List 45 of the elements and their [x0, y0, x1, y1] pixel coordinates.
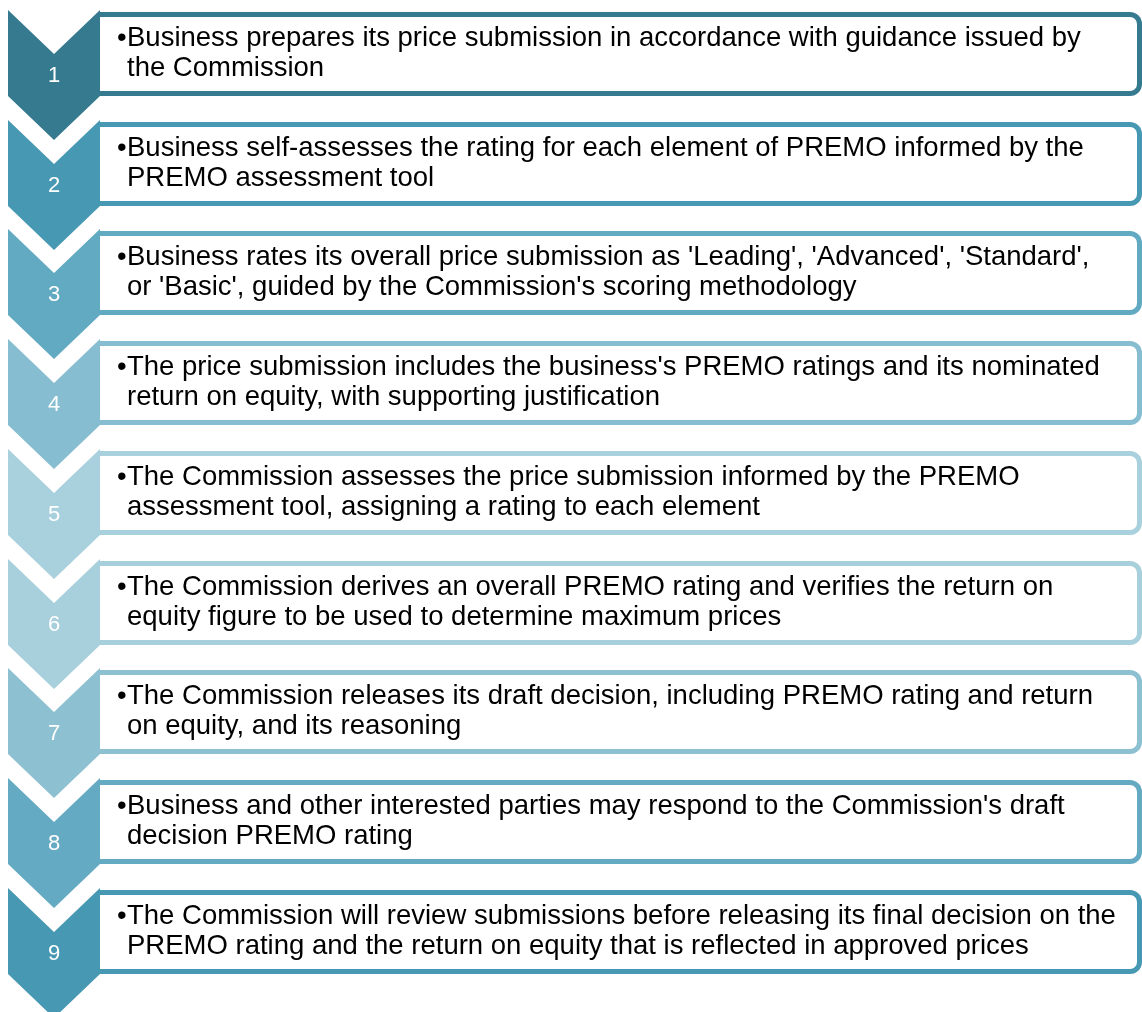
step-box [100, 670, 1142, 755]
bullet-mark: • [117, 570, 127, 601]
step-text: The Commission assesses the price submission informed by the PREMO assessment tool, assigning a rating to each element [127, 460, 1021, 521]
step-box [100, 341, 1142, 426]
step-box [100, 560, 1142, 645]
step-number-tab [8, 558, 100, 689]
step-box [100, 450, 1142, 535]
step-number: 6 [46, 610, 62, 637]
step-number-tab [8, 448, 100, 579]
step-number-tab [8, 229, 100, 360]
step-number: 9 [46, 939, 62, 966]
step-number-tab [8, 887, 100, 1012]
step-text: The price submission includes the business's PREMO ratings and its nominated return on equity, with supporting justification [127, 351, 1101, 412]
bullet-mark: • [117, 680, 127, 711]
step-box [100, 121, 1142, 206]
step-text: The Commission releases its draft decision, including PREMO rating and return on equity, and its reasoning [127, 680, 1094, 741]
step-number-tab [8, 777, 100, 908]
step-number-tab [8, 339, 100, 470]
bullet-mark: • [117, 899, 127, 930]
step-box [100, 889, 1142, 974]
bullet-mark: • [117, 241, 127, 272]
step-box [100, 231, 1142, 316]
step-number-tab [8, 10, 100, 140]
bullet-mark: • [117, 131, 127, 162]
step-number: 4 [46, 391, 62, 418]
step-number-tab [8, 668, 100, 799]
step-number: 1 [46, 62, 62, 88]
bullet-mark: • [117, 789, 127, 820]
bullet-mark: • [117, 460, 127, 491]
step-text: The Commission will review submissions before releasing its final decision on the PREMO rating and the return on equity that is reflected in approved prices [127, 899, 1117, 960]
step-number-tab [8, 119, 100, 250]
step-number: 5 [46, 500, 62, 527]
step-number: 8 [46, 829, 62, 856]
step-box [100, 12, 1142, 96]
step-text: Business rates its overall price submission as 'Leading', 'Advanced', 'Standard', or 'Basic', guided by the Commission's scoring methodology [127, 241, 1091, 302]
bullet-mark: • [117, 351, 127, 382]
step-text: Business self-assesses the rating for each element of PREMO informed by the PREMO assessment tool [127, 131, 1085, 192]
step-text: Business prepares its price submission in accordance with guidance issued by the Commission [127, 22, 1082, 82]
step-text: The Commission derives an overall PREMO rating and verifies the return on equity figure to be used to determine maximum prices [127, 570, 1055, 631]
bullet-mark: • [117, 22, 127, 52]
step-box [100, 779, 1142, 864]
step-number: 2 [46, 171, 62, 198]
step-text: Business and other interested parties may respond to the Commission's draft decision PREMO rating [127, 789, 1066, 850]
step-number: 7 [46, 720, 62, 747]
step-number: 3 [46, 281, 62, 308]
